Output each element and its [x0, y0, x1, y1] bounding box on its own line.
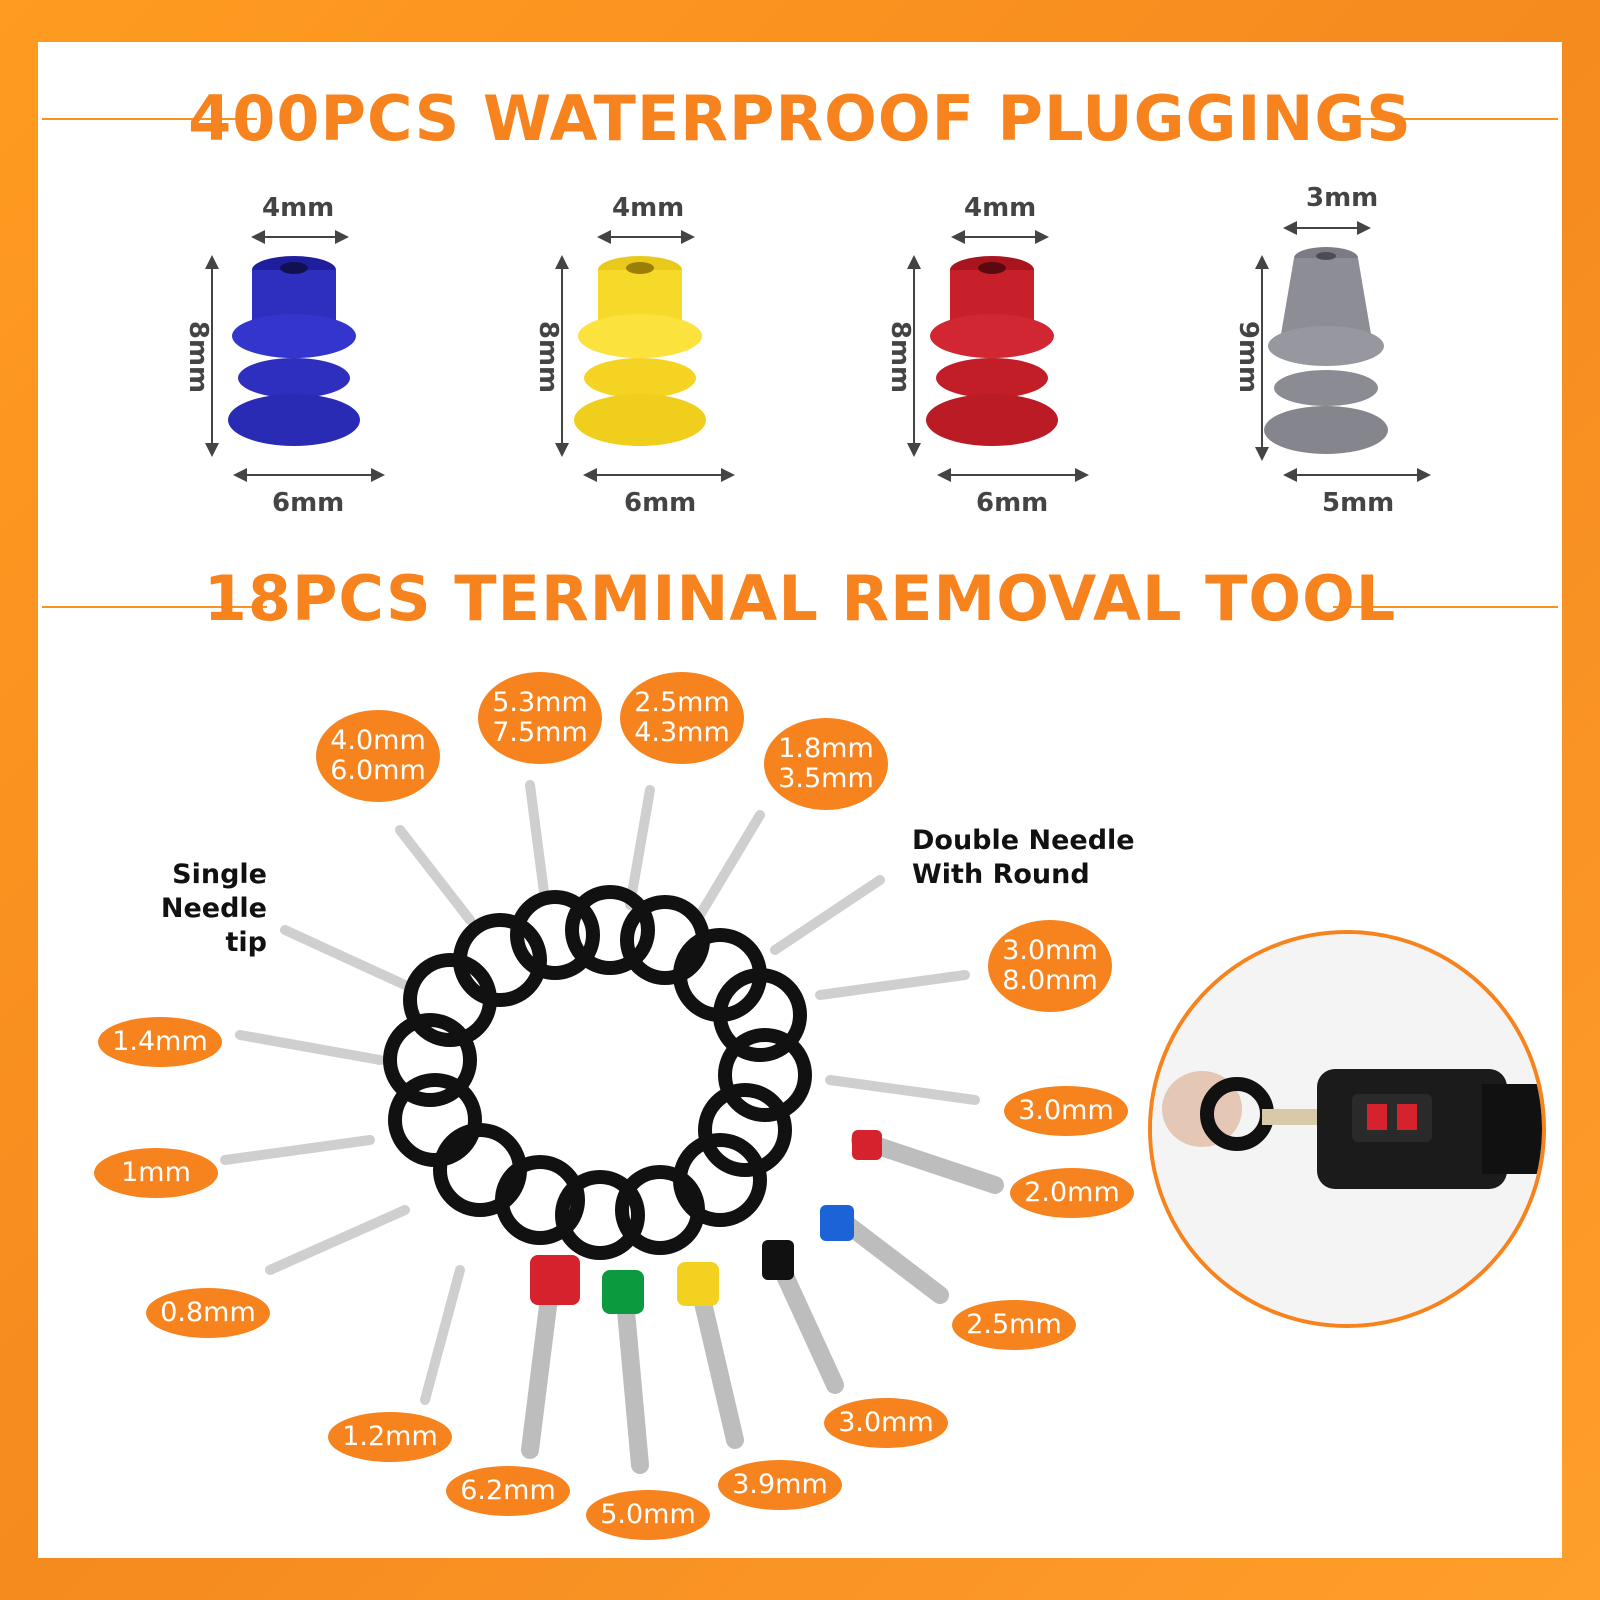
plug-red-icon: [926, 256, 1058, 446]
title-rule-right: [1343, 118, 1558, 120]
size-badge: 2.0mm: [1010, 1168, 1134, 1218]
size-badge: 3.0mm: [1004, 1086, 1128, 1136]
ferrule-red: [530, 1255, 580, 1305]
single-needle-note: Single Needle tip: [160, 859, 267, 958]
usage-closeup-inset: [1148, 930, 1546, 1328]
size-badge: 2.5mm 4.3mm: [620, 672, 744, 764]
size-badge: 4.0mm 6.0mm: [316, 710, 440, 802]
plug-yellow-icon: [574, 256, 706, 446]
size-badge: 5.3mm 7.5mm: [478, 672, 602, 764]
plug-blue-icon: [228, 256, 360, 446]
size-badge: 0.8mm: [146, 1288, 270, 1338]
size-badge: 3.0mm 8.0mm: [988, 920, 1112, 1012]
plug-blue-top-width: 4mm: [262, 193, 335, 223]
ferrule-yellow: [677, 1262, 719, 1306]
ferrule-green: [602, 1270, 644, 1314]
plug-yellow-bottom-width: 6mm: [624, 488, 697, 518]
plug-red-top-width: 4mm: [964, 193, 1037, 223]
connector-closeup-icon: [1152, 934, 1542, 1324]
size-badge: 1.4mm: [98, 1017, 222, 1067]
size-badge: 3.9mm: [718, 1460, 842, 1510]
title-rule-left: [42, 118, 257, 120]
title-rule-left-2: [42, 606, 267, 608]
size-badge: 2.5mm: [952, 1300, 1076, 1350]
plug-blue-bottom-width: 6mm: [272, 488, 345, 518]
section-title-pluggings: 400PCS WATERPROOF PLUGGINGS: [188, 82, 1412, 155]
title-rule-right-2: [1333, 606, 1558, 608]
section-title-removal-tool: 18PCS TERMINAL REMOVAL TOOL: [203, 562, 1397, 635]
plug-red-bottom-width: 6mm: [976, 488, 1049, 518]
plug-yellow-top-width: 4mm: [612, 193, 685, 223]
plug-grey-top-width: 3mm: [1306, 183, 1379, 213]
size-badge: 6.2mm: [446, 1466, 570, 1516]
ferrule-black: [762, 1240, 794, 1280]
size-badge: 3.0mm: [824, 1398, 948, 1448]
plug-grey-bottom-width: 5mm: [1322, 488, 1395, 518]
size-badge: 1.2mm: [328, 1412, 452, 1462]
size-badge: 1mm: [94, 1148, 218, 1198]
plug-grey-icon: [1264, 247, 1388, 454]
ferrule-blue: [820, 1205, 854, 1241]
double-needle-note: Double Needle With Round: [912, 825, 1135, 890]
ferrule-red-small: [852, 1130, 882, 1160]
size-badge: 5.0mm: [586, 1490, 710, 1540]
size-badge: 1.8mm 3.5mm: [764, 718, 888, 810]
